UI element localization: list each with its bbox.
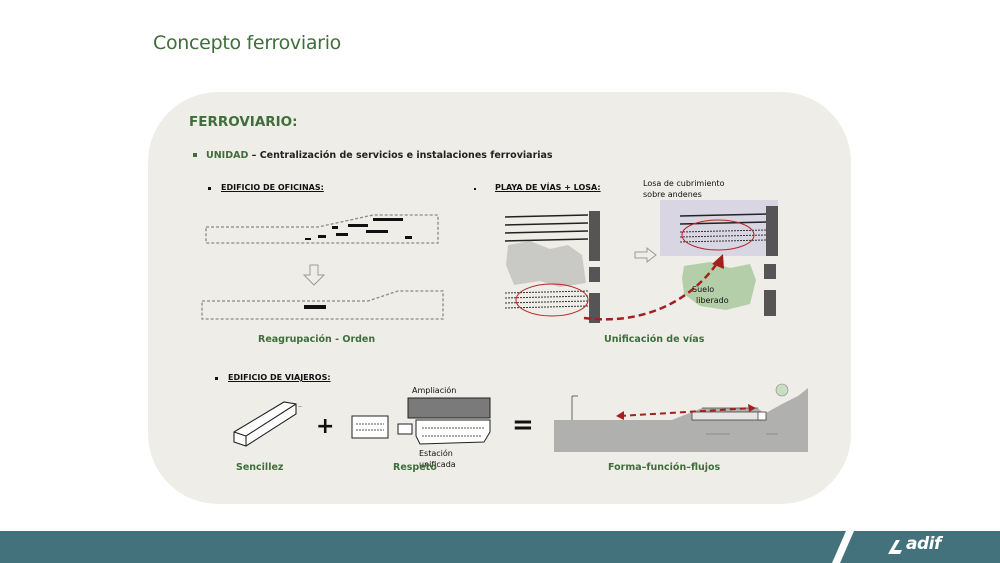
bullet-icon: [215, 377, 218, 380]
bullet-icon: [208, 187, 211, 190]
page-title: Concepto ferroviario: [153, 32, 341, 54]
transition-arrow-icon: [634, 247, 657, 263]
playa-losa-sketch: [660, 200, 778, 316]
unidad-description: – Centralización de servicios e instalac…: [248, 150, 553, 161]
losa-note-line2: sobre andenes: [643, 190, 702, 199]
adif-logo-icon: [888, 540, 902, 554]
forma-funcion-sketch: [554, 383, 808, 452]
playa-label: PLAYA DE VÍAS + LOSA:: [495, 183, 601, 192]
estacion-note-line1: Estación: [419, 449, 453, 458]
footer-slash-icon: [832, 531, 854, 563]
playa-vias-sketch: [504, 211, 600, 323]
estacion-note-line2: unificada: [419, 460, 456, 469]
unidad-highlight: UNIDAD: [206, 150, 249, 161]
caption-sencillez: Sencillez: [236, 462, 284, 473]
section-title: FERROVIARIO:: [189, 114, 298, 130]
caption-unificacion: Unificación de vías: [604, 334, 705, 345]
bullet-icon: [193, 153, 197, 157]
oficinas-label: EDIFICIO DE OFICINAS:: [221, 183, 324, 192]
caption-forma: Forma–función–flujos: [608, 462, 721, 473]
flow-arrow-icon: [583, 254, 724, 321]
respeto-sketch: [351, 397, 491, 445]
oficinas-sketch: [201, 214, 444, 320]
footer-bar: [0, 531, 1000, 563]
sencillez-sketch: —: [233, 401, 302, 447]
viajeros-label: EDIFICIO DE VIAJEROS:: [228, 373, 331, 382]
suelo-note-line1: Suelo: [692, 285, 715, 294]
losa-note-line1: Losa de cubrimiento: [643, 179, 725, 188]
svg-text:—: —: [298, 404, 302, 409]
equals-operator: =: [512, 410, 534, 440]
adif-logo: adif: [906, 534, 941, 554]
unidad-line: UNIDAD – Centralización de servicios e i…: [206, 150, 553, 161]
bullet-icon: [474, 188, 476, 190]
caption-respeto: Respeto: [393, 462, 437, 473]
suelo-note: Suelo liberado: [692, 284, 729, 306]
plus-operator: +: [316, 414, 335, 439]
losa-note: Losa de cubrimiento sobre andenes: [643, 178, 724, 200]
suelo-note-line2: liberado: [696, 296, 729, 305]
caption-reagrupacion: Reagrupación - Orden: [258, 334, 376, 345]
estacion-note: Estación unificada: [419, 448, 456, 470]
ampliacion-note: Ampliación: [412, 386, 457, 395]
